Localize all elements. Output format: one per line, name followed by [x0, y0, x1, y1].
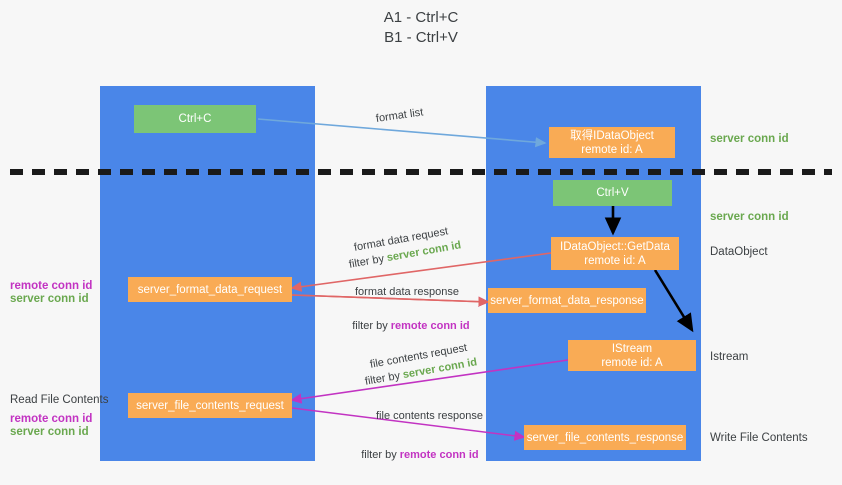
- edge-label-format-data-response: format data response: [355, 286, 459, 298]
- label-read-file-contents: Read File Contents: [10, 394, 109, 406]
- node-idataobject-getdata[interactable]: IDataObject::GetData remote id: A: [551, 237, 679, 270]
- node-idataobject[interactable]: 取得IDataObject remote id: A: [549, 127, 675, 158]
- filter-prefix: filter by: [361, 449, 400, 461]
- node-server-format-data-request[interactable]: server_format_data_request: [128, 277, 292, 302]
- label-istream: Istream: [710, 351, 749, 363]
- label-data-object: DataObject: [710, 246, 768, 258]
- filter-prefix: filter by: [364, 369, 405, 388]
- node-server-file-contents-response[interactable]: server_file_contents_response: [524, 425, 686, 450]
- node-ctrl-c[interactable]: Ctrl+C: [134, 105, 256, 133]
- node-istream[interactable]: IStream remote id: A: [568, 340, 696, 371]
- label-write-file-contents: Write File Contents: [710, 432, 808, 444]
- edge-label-file-contents-response: file contents response: [376, 410, 484, 422]
- filter-value-server-conn-id: server conn id: [401, 356, 479, 382]
- node-server-file-contents-request[interactable]: server_file_contents_request: [128, 393, 292, 418]
- filter-value-server-conn-id: server conn id: [385, 239, 463, 265]
- page-title: A1 - Ctrl+C B1 - Ctrl+V: [383, 9, 459, 46]
- label-server-conn-id-second: server conn id: [710, 211, 789, 223]
- label-server-conn-id-left-1: server conn id: [10, 293, 89, 305]
- edge-label-format-list: format list: [375, 106, 425, 125]
- label-remote-conn-id-2: remote conn id: [10, 413, 93, 425]
- filter-value-remote-conn-id: remote conn id: [390, 320, 470, 332]
- label-server-conn-id-left-2: server conn id: [10, 426, 89, 438]
- label-server-conn-id-top: server conn id: [710, 133, 789, 145]
- label-remote-conn-id-1: remote conn id: [10, 280, 93, 292]
- filter-value-remote-conn-id: remote conn id: [399, 449, 479, 461]
- node-server-format-data-response[interactable]: server_format_data_response: [488, 288, 646, 313]
- filter-prefix: filter by: [352, 320, 391, 332]
- edge-label-file-contents-response-filter: filter by remote conn id: [349, 434, 479, 476]
- edge-label-format-data-response-filter: filter by remote conn id: [340, 305, 470, 347]
- filter-prefix: filter by: [348, 252, 389, 271]
- node-ctrl-v[interactable]: Ctrl+V: [553, 180, 672, 206]
